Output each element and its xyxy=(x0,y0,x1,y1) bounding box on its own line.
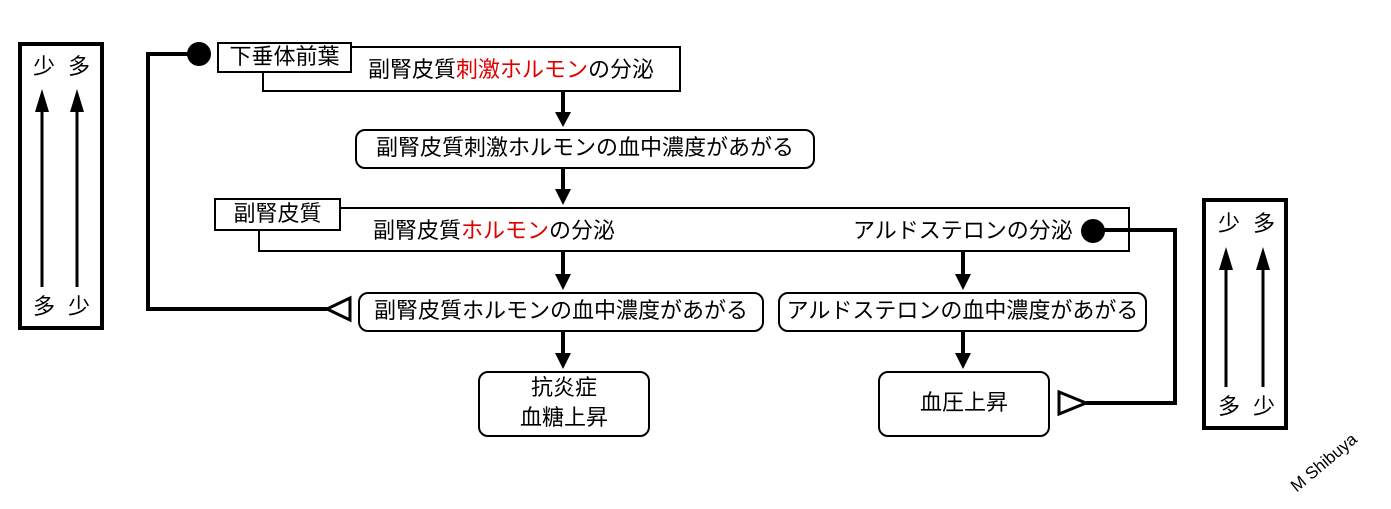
adrenal-label: 副腎皮質 xyxy=(233,202,322,227)
feedback-corticosteroid-to-pituitary xyxy=(146,42,352,323)
pituitary-secretion-text: 副腎皮質刺激ホルモンの分泌 xyxy=(368,58,654,84)
arrow-adrenal-to-aldosterone-level xyxy=(955,252,971,290)
scale-left-arrow-1 xyxy=(35,89,49,287)
adrenal-label-box: 副腎皮質 xyxy=(214,198,341,231)
effect-blood-pressure-rise: 血圧上昇 xyxy=(919,391,1008,416)
feedback-left-origin-triangle xyxy=(323,295,352,323)
feedback-left-inhibit-dot xyxy=(187,42,211,66)
corticosteroid-secretion-prefix: 副腎皮質 xyxy=(373,219,462,244)
corticosteroid-blood-level-box: 副腎皮質ホルモンの血中濃度があがる xyxy=(358,292,764,332)
aldosterone-effect-box: 血圧上昇 xyxy=(878,371,1050,437)
scale-right-bottom-label-right: 少 xyxy=(1253,395,1276,420)
arrow-4-head xyxy=(955,274,971,290)
scale-left-arrow-1-head xyxy=(35,89,49,112)
aldosterone-blood-level-text: アルドステロンの血中濃度があがる xyxy=(786,299,1139,324)
arrow-adrenal-to-corticosteroid-level xyxy=(555,252,571,290)
scale-left-top-label-right: 多 xyxy=(68,55,91,80)
scale-left-bottom-label-right: 少 xyxy=(68,295,91,320)
pituitary-secretion-highlight: 刺激ホルモン xyxy=(456,58,589,83)
scale-left-top-label-left: 少 xyxy=(33,55,56,80)
feedback-right-origin-triangle xyxy=(1057,389,1090,417)
aldosterone-blood-level-box: アルドステロンの血中濃度があがる xyxy=(778,292,1147,332)
effect-blood-sugar-rise: 血糖上昇 xyxy=(519,406,608,431)
arrow-corticosteroid-level-to-effects xyxy=(555,332,571,369)
pituitary-secretion-panel: 副腎皮質刺激ホルモンの分泌 xyxy=(262,46,681,92)
corticosteroid-blood-level-text: 副腎皮質ホルモンの血中濃度があがる xyxy=(373,299,748,324)
scale-right-bottom-label-left: 多 xyxy=(1218,395,1241,420)
pituitary-secretion-suffix: の分泌 xyxy=(588,58,655,83)
scale-legend-left: 少 多 多 少 xyxy=(18,42,104,330)
scale-right-arrow-2 xyxy=(1256,247,1270,387)
feedback-left-line xyxy=(146,52,327,311)
corticosteroid-secretion-suffix: の分泌 xyxy=(549,219,616,244)
acth-blood-level-box: 副腎皮質刺激ホルモンの血中濃度があがる xyxy=(355,129,815,169)
feedback-right-inhibit-dot xyxy=(1081,219,1105,243)
pituitary-secretion-prefix: 副腎皮質 xyxy=(368,58,457,83)
arrow-acth-level-to-adrenal xyxy=(555,169,571,205)
corticosteroid-effects-box: 抗炎症 血糖上昇 xyxy=(478,371,650,437)
scale-left-bottom-label-left: 多 xyxy=(33,295,56,320)
pituitary-label: 下垂体前葉 xyxy=(229,45,340,70)
feedback-right-line xyxy=(1086,228,1177,405)
pituitary-label-box: 下垂体前葉 xyxy=(217,42,352,73)
adrenal-secretion-panel: 副腎皮質ホルモンの分泌 アルドステロンの分泌 xyxy=(258,207,1130,252)
scale-right-arrow-1-head xyxy=(1219,247,1233,270)
acth-blood-level-text: 副腎皮質刺激ホルモンの血中濃度があがる xyxy=(375,136,794,161)
scale-legend-right: 少 多 多 少 xyxy=(1202,198,1288,430)
scale-right-top-label-right: 多 xyxy=(1253,212,1276,237)
arrow-pituitary-to-acth-level xyxy=(555,92,571,127)
scale-left-arrow-2-head xyxy=(70,89,84,112)
scale-right-arrow-2-head xyxy=(1256,247,1270,270)
scale-right-top-label-left: 少 xyxy=(1218,212,1241,237)
aldosterone-secretion-text: アルドステロンの分泌 xyxy=(853,219,1073,244)
scale-left-arrow-2 xyxy=(70,89,84,287)
arrow-aldosterone-level-to-blood-pressure xyxy=(955,332,971,369)
arrow-2-head xyxy=(555,189,571,205)
arrow-6-head xyxy=(955,353,971,369)
arrow-5-head xyxy=(555,353,571,369)
arrow-3-head xyxy=(555,274,571,290)
corticosteroid-secretion-highlight: ホルモン xyxy=(461,219,550,244)
scale-right-arrow-1 xyxy=(1219,247,1233,387)
arrow-1-head xyxy=(555,112,571,127)
feedback-blood-pressure-to-aldosterone xyxy=(1057,219,1177,417)
effect-anti-inflammatory: 抗炎症 xyxy=(530,376,597,401)
corticosteroid-secretion-text: 副腎皮質ホルモンの分泌 xyxy=(373,219,615,245)
